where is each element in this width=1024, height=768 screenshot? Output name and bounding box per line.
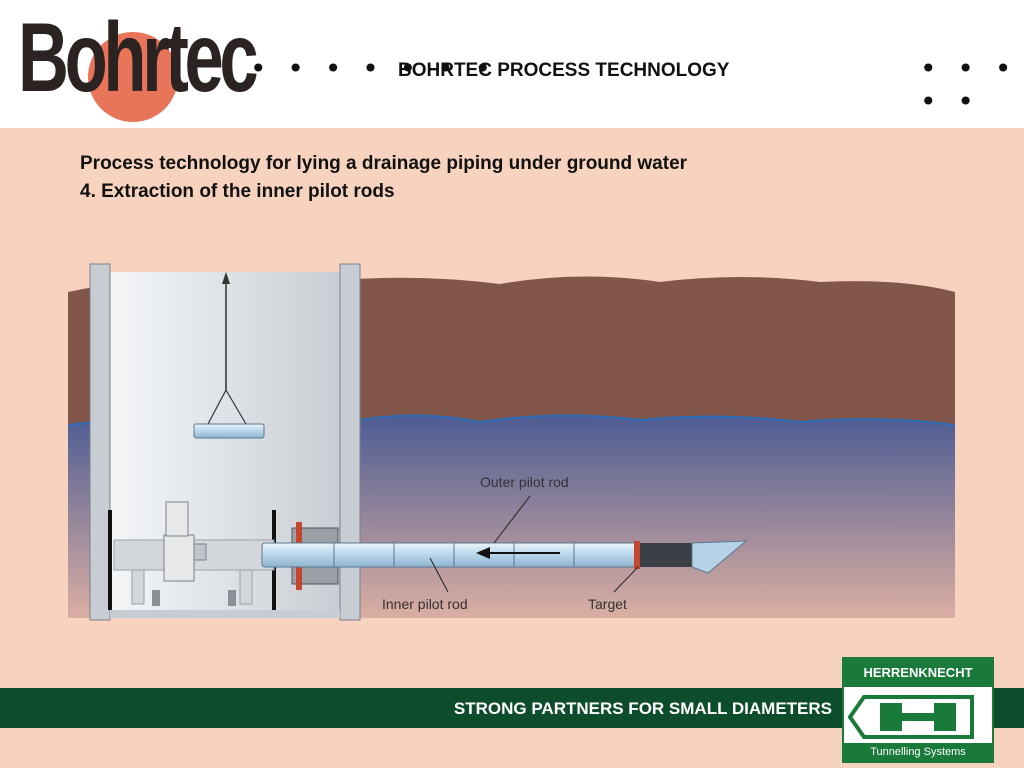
rig-support-right <box>239 569 253 605</box>
up-arrow-icon <box>222 272 230 284</box>
dots-right: • • • • • <box>920 52 1018 118</box>
herrenknecht-tagline: Tunnelling Systems <box>844 743 992 761</box>
leader-outer-pilot-rod <box>493 495 531 544</box>
footer-slogan: STRONG PARTNERS FOR SMALL DIAMETERS <box>453 699 832 718</box>
rig-foot-2 <box>228 590 236 606</box>
leader-inner-pilot-rod <box>429 557 449 593</box>
left-arrow-icon <box>476 547 490 559</box>
thrust-plate-left <box>108 510 112 610</box>
shaft-wall-left <box>89 263 111 621</box>
logo-text: Bohrtec <box>18 2 259 112</box>
slide-title-line-2: 4. Extraction of the inner pilot rods <box>80 181 395 202</box>
bohrtec-logo: Bohrtec <box>18 8 259 124</box>
label-target: Target <box>588 596 627 612</box>
slide-title-line-1: Process technology for lying a drainage … <box>80 153 688 174</box>
rig-drive-head <box>193 543 207 561</box>
herrenknecht-logo: HERRENKNECHT Tunnelling Systems <box>842 657 994 763</box>
dots-left: • • • • • • • <box>250 52 498 85</box>
logo-circle <box>88 32 178 122</box>
header: Bohrtec • • • • • • • BOHRTEC PROCESS TE… <box>0 0 1024 128</box>
drill-head-body <box>640 543 692 567</box>
sling-right <box>225 389 247 425</box>
shaft-wall-right <box>339 263 361 621</box>
herrenknecht-h-icon <box>847 695 974 739</box>
header-title: BOHRTEC PROCESS TECHNOLOGY <box>398 60 730 81</box>
label-outer-pilot-rod: Outer pilot rod <box>480 474 569 490</box>
pilot-rod-string <box>261 542 641 568</box>
rig-foot-1 <box>152 590 160 606</box>
lifted-pilot-rod <box>193 423 265 439</box>
drilling-process-diagram <box>67 263 956 621</box>
target-ring <box>634 541 640 569</box>
rig-gearbox <box>165 501 189 537</box>
rig-motor <box>163 534 195 582</box>
slide-title: Process technology for lying a drainage … <box>80 150 687 206</box>
sling-left <box>207 389 227 425</box>
rig-support-left <box>131 569 145 605</box>
leader-target <box>613 566 639 593</box>
drill-head-tip <box>691 540 748 574</box>
herrenknecht-brand: HERRENKNECHT <box>844 659 992 687</box>
label-inner-pilot-rod: Inner pilot rod <box>382 596 468 612</box>
shaft-floor <box>110 610 340 618</box>
